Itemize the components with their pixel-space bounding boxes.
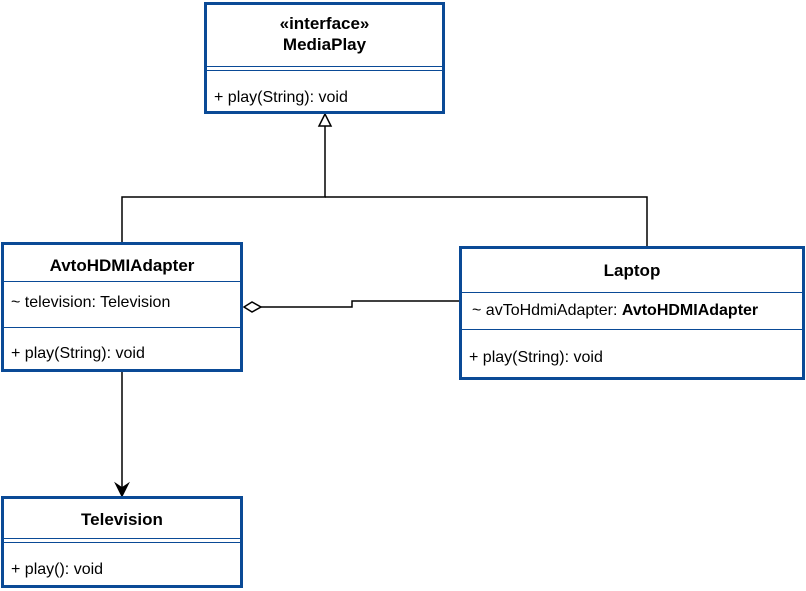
- realization-arrowhead: [317, 112, 333, 127]
- method: + play(String): void: [469, 349, 603, 366]
- divider: [4, 327, 240, 328]
- method: + play(String): void: [11, 345, 145, 362]
- divider: [207, 66, 442, 67]
- divider: [4, 538, 240, 539]
- class-name: AvtoHDMIAdapter: [49, 256, 195, 275]
- divider: [462, 329, 802, 330]
- class-name: Television: [81, 510, 163, 529]
- laptop-class-box[interactable]: Laptop ~ avToHdmiAdapter: AvtoHDMIAdapte…: [459, 246, 805, 380]
- attribute-type: AvtoHDMIAdapter: [621, 302, 759, 319]
- adapter-class-box[interactable]: AvtoHDMIAdapter ~ television: Television…: [1, 242, 243, 372]
- divider: [462, 292, 802, 293]
- method: + play(String): void: [214, 89, 348, 106]
- divider: [207, 70, 442, 71]
- mediaplay-interface-box[interactable]: «interface» MediaPlay + play(String): vo…: [204, 2, 445, 114]
- attribute: ~ television: Television: [11, 294, 171, 311]
- divider: [4, 542, 240, 543]
- method: + play(): void: [11, 561, 104, 578]
- aggregation-line: [261, 300, 460, 308]
- association-arrowhead: [114, 481, 130, 498]
- class-name: MediaPlay: [282, 35, 367, 54]
- realization-line-adapter: [121, 126, 326, 242]
- attribute: ~ avToHdmiAdapter: AvtoHDMIAdapter: [472, 302, 758, 320]
- divider: [4, 281, 240, 282]
- realization-line-laptop: [325, 196, 648, 247]
- television-class-box[interactable]: Television + play(): void: [1, 496, 243, 588]
- stereotype-label: «interface»: [279, 14, 370, 33]
- mediaplay-header: «interface» MediaPlay: [207, 13, 442, 55]
- class-name: Laptop: [603, 261, 661, 280]
- aggregation-diamond: [242, 301, 263, 313]
- attribute-prefix: ~ avToHdmiAdapter:: [472, 302, 622, 319]
